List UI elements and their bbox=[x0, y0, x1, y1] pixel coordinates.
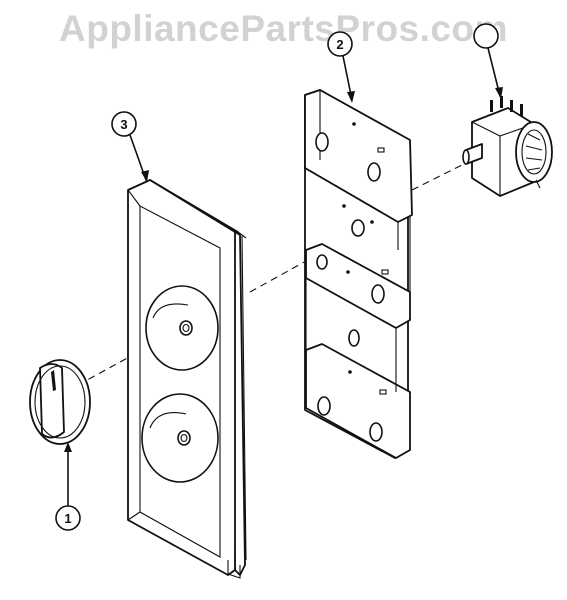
callout-timer bbox=[473, 23, 503, 99]
control-panel bbox=[127, 179, 247, 579]
callout-3: 3 bbox=[111, 111, 149, 182]
callout-3-label: 3 bbox=[120, 117, 127, 132]
callout-2: 2 bbox=[327, 31, 355, 103]
mounting-bracket bbox=[304, 89, 413, 459]
callout-1-label: 1 bbox=[64, 511, 71, 526]
watermark-text: AppliancePartsPros.com bbox=[59, 8, 508, 49]
callout-2-label: 2 bbox=[336, 37, 343, 52]
timer bbox=[462, 96, 553, 197]
callout-1: 1 bbox=[55, 442, 81, 531]
knob bbox=[29, 359, 91, 445]
